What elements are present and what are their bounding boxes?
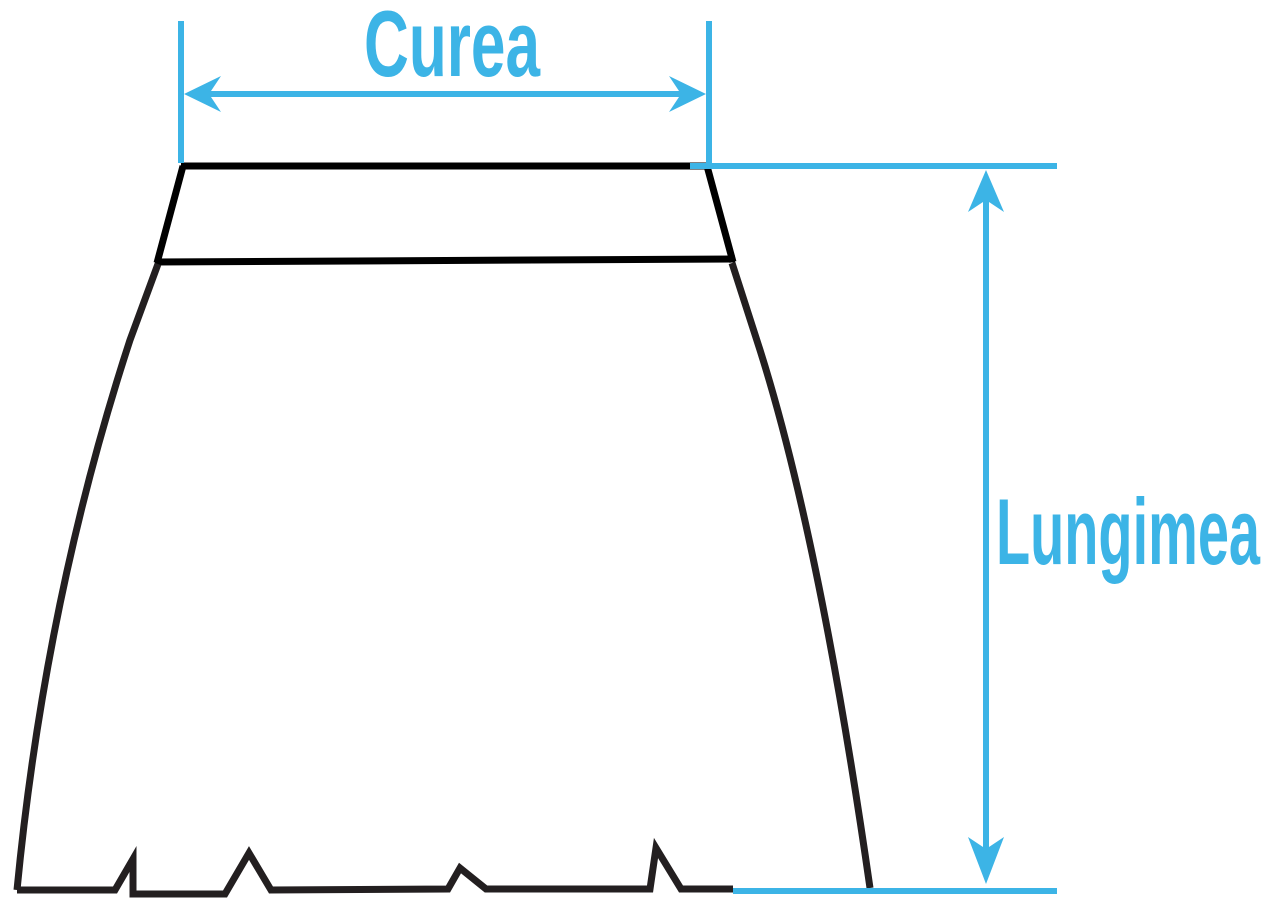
skirt-outline: [13, 162, 874, 898]
length-bottom-arrowhead-icon: [968, 837, 1004, 884]
length-label: Lungimea: [996, 479, 1260, 584]
length-measurement: Lungimea: [690, 163, 1260, 894]
length-top-arrowhead-icon: [968, 170, 1004, 212]
skirt-hem: [17, 837, 733, 898]
waistband-label: Curea: [364, 0, 540, 96]
waistband-right-arrowhead-icon: [669, 76, 706, 112]
skirt-right-side: [728, 261, 874, 889]
skirt-left-side: [13, 262, 162, 891]
waistband-left-arrowhead-icon: [184, 76, 221, 112]
waistband-left-edge: [153, 165, 187, 264]
waistband-right-edge: [703, 165, 737, 263]
waistband-measurement: Curea: [178, 0, 712, 163]
waistband-seam: [154, 255, 736, 266]
